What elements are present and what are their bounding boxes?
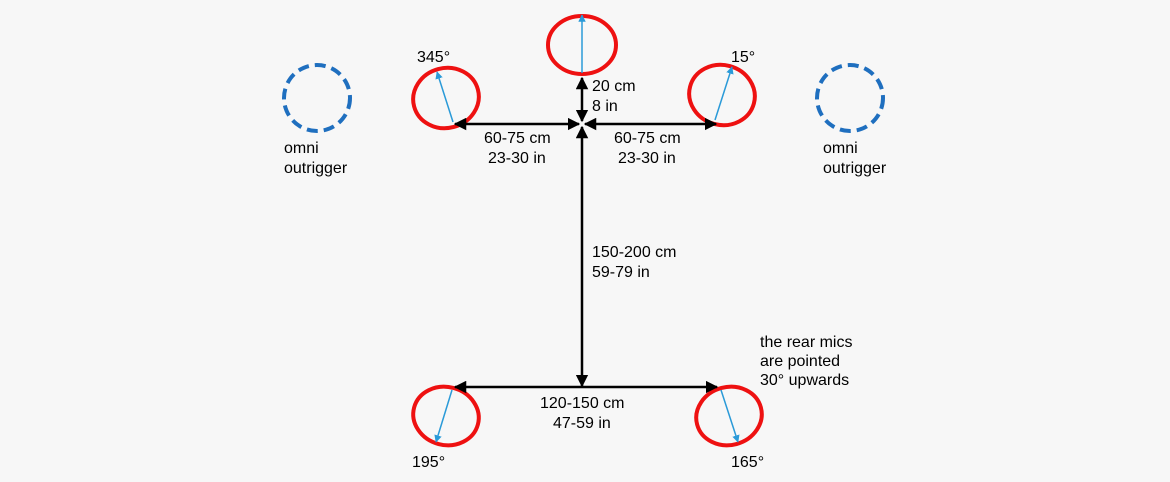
- omni-outrigger-left: [282, 63, 352, 133]
- outrigger-left-label-2: outrigger: [284, 160, 348, 177]
- outrigger-right-label-2: outrigger: [823, 160, 887, 177]
- dim-front-center-in: 8 in: [592, 98, 618, 115]
- dim-front-right-in: 23-30 in: [618, 150, 676, 167]
- dim-rear-cm: 120-150 cm: [540, 395, 625, 412]
- direction-arrow-165: [720, 389, 740, 443]
- dim-depth-in: 59-79 in: [592, 264, 650, 281]
- angle-label-345: 345°: [417, 49, 450, 66]
- dim-front-center-cm: 20 cm: [592, 78, 636, 95]
- direction-arrow-15: [714, 66, 734, 121]
- dim-front-right-cm: 60-75 cm: [614, 130, 681, 147]
- angle-label-15: 15°: [731, 49, 755, 66]
- angle-label-195: 195°: [412, 454, 445, 471]
- dim-depth-cm: 150-200 cm: [592, 244, 677, 261]
- outrigger-left-label-1: omni: [284, 140, 319, 157]
- angle-label-165: 165°: [731, 454, 764, 471]
- dim-front-left-in: 23-30 in: [488, 150, 546, 167]
- mic-front-right: [687, 62, 757, 128]
- direction-arrow-195: [434, 389, 453, 443]
- outrigger-right-label-1: omni: [823, 140, 858, 157]
- note-line-1: the rear mics: [760, 334, 852, 351]
- dim-rear-in: 47-59 in: [553, 415, 611, 432]
- note-line-2: are pointed: [760, 353, 840, 370]
- omni-outrigger-right: [815, 63, 885, 133]
- direction-arrow-345: [435, 71, 454, 123]
- mic-rear-left: [411, 384, 481, 448]
- dim-front-left-cm: 60-75 cm: [484, 130, 551, 147]
- note-line-3: 30° upwards: [760, 372, 849, 389]
- mic-rear-right: [694, 384, 764, 448]
